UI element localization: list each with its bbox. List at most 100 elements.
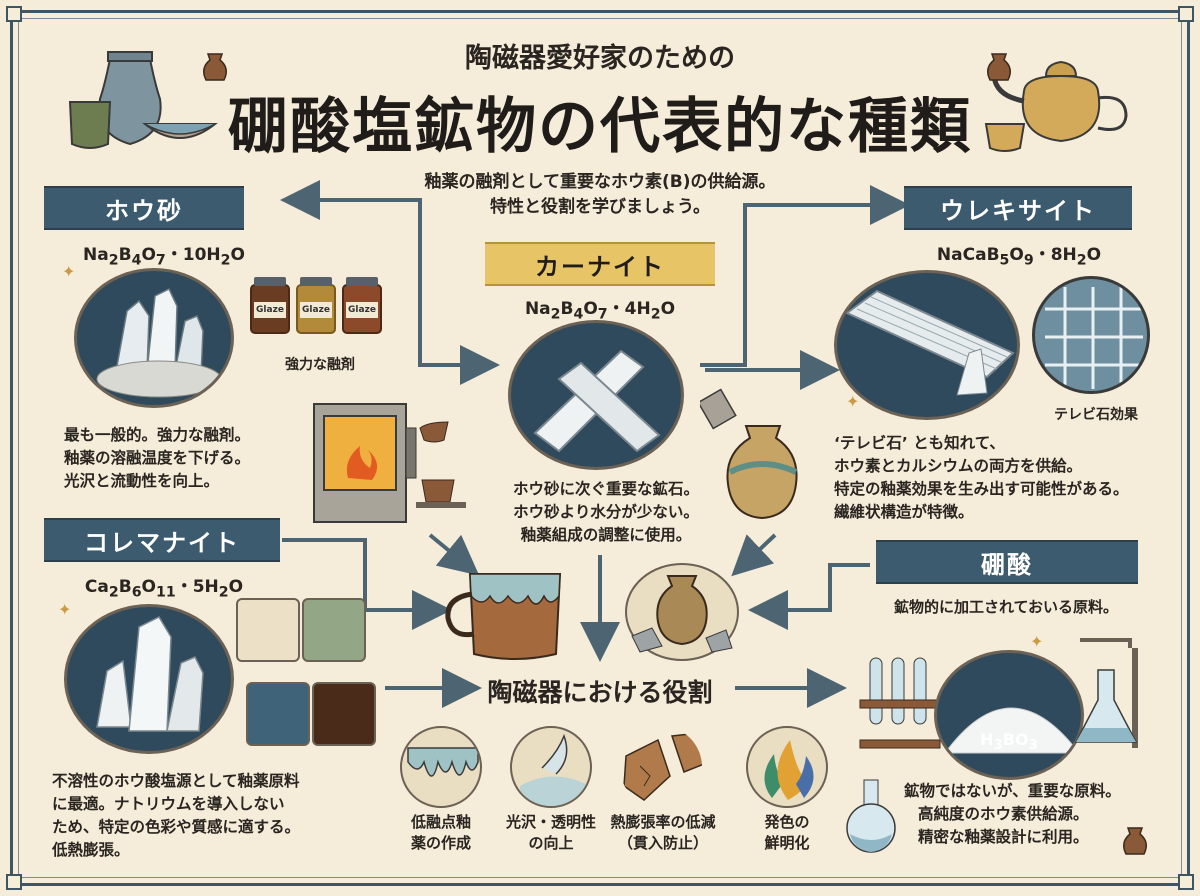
lab-flask-illustration (1074, 638, 1138, 748)
desc-line: 光沢と流動性を向上。 (64, 472, 220, 490)
boric-acid-banner: 硼酸 (876, 540, 1138, 584)
arrow-to-ulexite (700, 185, 910, 367)
desc-line: 不溶性のホウ酸塩源として釉薬原料 (52, 772, 300, 790)
cracked-shard-icon (620, 726, 702, 808)
role-line: 低融点釉 (410, 813, 471, 831)
role-line: （貫入防止） (617, 834, 708, 852)
ulexite-fiber-illustration (834, 270, 1020, 420)
glazed-mug-illustration (445, 573, 562, 660)
kernite-description: ホウ砂に次ぐ重要な鉱石。 ホウ砂より水分が少ない。 釉薬組成の調整に使用。 (486, 478, 726, 547)
arrow-colemanite-role (282, 538, 452, 630)
desc-line: 低熱膨張。 (52, 841, 130, 859)
kernite-banner: カーナイト (485, 242, 715, 286)
arrow-jar-pot (731, 533, 777, 577)
intro-text: 釉薬の融剤として重要なホウ素(B)の供給源。 特性と役割を学びましょう。 (360, 170, 840, 220)
test-tube-rack-illustration (859, 657, 941, 749)
borax-formula: Na2B4O7・10H2O (83, 245, 245, 269)
glaze-jar-illustration (700, 388, 798, 520)
boric-acid-formula: H3BO3 (980, 730, 1038, 754)
glaze-jar: Glaze (342, 277, 382, 334)
colemanite-formula: Ca2B6O11・5H2O (84, 577, 244, 601)
round-flask-illustration (846, 779, 896, 853)
ulexite-banner: ウレキサイト (904, 186, 1132, 230)
role-line: 光沢・透明性 (505, 813, 596, 831)
arrow-to-kernite (418, 245, 500, 385)
jar-label: Glaze (300, 302, 332, 318)
roles-title: 陶磁器における役割 (487, 678, 713, 707)
jar-label: Glaze (254, 302, 286, 318)
arrow-to-borax (280, 180, 422, 245)
boric-acid-description: 鉱物ではないが、重要な原料。 高純度のホウ素供給源。 精密な釉薬設計に利用。 (904, 780, 1174, 849)
desc-line: 最も一般的。強力な融剤。 (64, 426, 251, 444)
desc-line: 繊維状構造が特徴。 (834, 503, 974, 521)
sparkle-icon: ✦ (58, 600, 72, 619)
corner-ornament (1178, 6, 1194, 22)
inner-frame (18, 18, 1182, 878)
intro-line: 特性と役割を学びましょう。 (490, 197, 710, 217)
desc-line: 釉薬組成の調整に使用。 (520, 526, 692, 544)
tv-stone-closeup (1032, 276, 1150, 394)
desc-line: に最適。ナトリウムを導入しない (52, 795, 285, 813)
colemanite-description: 不溶性のホウ酸塩源として釉薬原料 に最適。ナトリウムを導入しない ため、特定の色… (52, 770, 392, 862)
page-subtitle: 陶磁器愛好家のための (465, 43, 735, 74)
arrow-kiln-pot (428, 533, 480, 576)
kernite-crystal-illustration (508, 320, 684, 470)
desc-line: 鉱物ではないが、重要な原料。 (904, 782, 1121, 800)
role-line: の向上 (528, 834, 574, 852)
broken-pot-illustration (625, 563, 739, 661)
borax-caption: 強力な融剤 (285, 357, 355, 373)
desc-line: 特定の釉薬効果を生み出す可能性がある。 (834, 480, 1129, 498)
intro-line: 釉薬の融剤として重要なホウ素(B)の供給源。 (424, 172, 776, 192)
borax-description: 最も一般的。強力な融剤。 釉薬の溶融温度を下げる。 光沢と流動性を向上。 (64, 424, 314, 493)
page-title: 硼酸塩鉱物の代表的な種類 (228, 92, 972, 162)
glaze-tile (246, 682, 310, 746)
desc-line: ホウ砂より水分が少ない。 (513, 503, 699, 521)
kernite-name: カーナイト (535, 252, 665, 281)
small-vase-icon (203, 53, 227, 81)
role-label: 発色の 鮮明化 (728, 812, 846, 854)
borax-banner: ホウ砂 (44, 186, 244, 230)
gloss-drop-icon (510, 726, 592, 808)
small-vase-icon (1123, 827, 1147, 855)
colemanite-banner: コレマナイト (44, 518, 280, 562)
desc-line: ホウ素とカルシウムの両方を供給。 (834, 457, 1083, 475)
role-line: 薬の作成 (410, 834, 471, 852)
ulexite-name: ウレキサイト (940, 196, 1096, 225)
role-label: 光沢・透明性 の向上 (492, 812, 610, 854)
borax-name: ホウ砂 (105, 196, 183, 225)
role-label: 熱膨張率の低減 （貫入防止） (604, 812, 722, 854)
boric-acid-subtitle: 鉱物的に加工されておいる原料。 (893, 598, 1119, 616)
outer-frame (10, 10, 1190, 886)
jar-label: Glaze (346, 302, 378, 318)
glaze-tile (236, 598, 300, 662)
teapot-illustration (984, 60, 1128, 152)
boric-acid-name: 硼酸 (981, 550, 1033, 579)
glaze-jar: Glaze (296, 277, 336, 334)
corner-ornament (6, 874, 22, 890)
role-line: 発色の (764, 813, 810, 831)
desc-line: ホウ砂に次ぐ重要な鉱石。 (512, 480, 699, 498)
desc-line: ‘テレビ石’ とも知れて、 (834, 434, 1005, 452)
role-line: 鮮明化 (764, 834, 810, 852)
small-vase-icon (987, 53, 1011, 81)
ulexite-caption: テレビ石効果 (1054, 407, 1138, 423)
color-flame-icon (746, 726, 828, 808)
role-line: 熱膨張率の低減 (610, 813, 716, 831)
sparkle-icon: ✦ (846, 392, 860, 411)
desc-line: 釉薬の溶融温度を下げる。 (64, 449, 251, 467)
sparkle-icon: ✦ (1030, 632, 1044, 651)
corner-ornament (6, 6, 22, 22)
corner-ornament (1178, 874, 1194, 890)
desc-line: ため、特定の色彩や質感に適する。 (52, 818, 301, 836)
ulexite-formula: NaCaB5O9・8H2O (936, 245, 1102, 269)
colemanite-crystal-illustration (64, 604, 234, 754)
arrow-boric-role (748, 563, 870, 630)
kernite-formula: Na2B4O7・4H2O (524, 299, 676, 323)
colemanite-name: コレマナイト (84, 528, 240, 557)
drip-glaze-icon (400, 726, 482, 808)
boric-acid-powder-illustration (934, 650, 1084, 780)
role-label: 低融点釉 薬の作成 (382, 812, 500, 854)
ulexite-description: ‘テレビ石’ とも知れて、 ホウ素とカルシウムの両方を供給。 特定の釉薬効果を生… (834, 432, 1174, 524)
